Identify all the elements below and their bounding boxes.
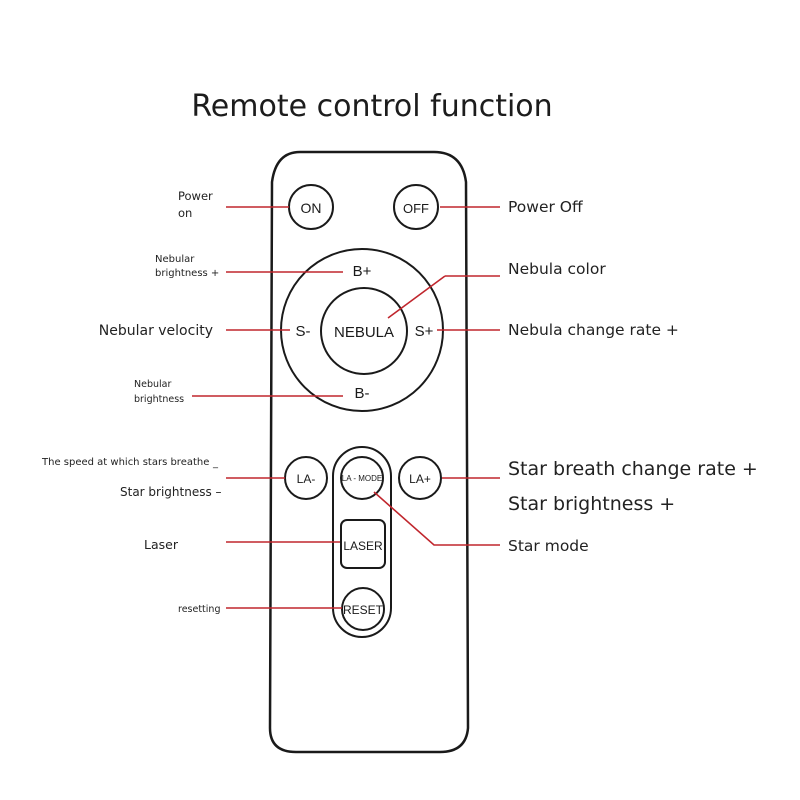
speed-up-button[interactable]: S+ [415,323,434,340]
label-nebula-color: Nebula color [508,260,606,278]
diagram-title: Remote control function [191,89,552,124]
label-star-mode: Star mode [508,537,589,555]
off-button-label: OFF [403,201,429,216]
la-minus-button-label: LA- [297,472,316,486]
label-nebular-brightness-minus-line2: brightness [134,394,184,405]
brightness-down-button[interactable]: B- [355,385,370,402]
la-minus-button[interactable]: LA- [284,456,328,500]
leader-nebula-color-diag [387,275,446,319]
label-nebular-brightness-plus-line2: brightness + [155,268,219,279]
on-button-label: ON [301,200,322,216]
label-power-off: Power Off [508,198,583,216]
leader-star-mode [373,491,500,546]
laser-button-label: LASER [343,539,383,553]
speed-down-button[interactable]: S- [296,323,311,340]
reset-button-label: RESET [343,603,384,617]
label-nebula-change-rate: Nebula change rate + [508,321,679,339]
on-button[interactable]: ON [288,184,334,230]
label-star-breath-change-rate: Star breath change rate + [508,458,758,480]
label-resetting: resetting [178,604,220,615]
off-button[interactable]: OFF [393,184,439,230]
label-star-breathe-dash: _ [212,458,219,469]
brightness-up-button[interactable]: B+ [353,263,372,280]
leader-lines [192,206,500,609]
label-nebular-velocity: Nebular velocity [99,323,213,339]
label-laser: Laser [144,537,179,552]
reset-button[interactable]: RESET [341,587,385,631]
nebula-button[interactable]: NEBULA [320,287,408,375]
label-power-on-line2: on [178,206,192,220]
label-nebular-brightness-plus-line1: Nebular [155,254,195,265]
nebula-button-label: NEBULA [334,324,394,341]
la-mode-button[interactable]: LA - MODE [340,456,384,500]
la-plus-button[interactable]: LA+ [398,456,442,500]
la-mode-button-label: LA - MODE [342,474,382,483]
la-plus-button-label: LA+ [409,472,431,486]
laser-button[interactable]: LASER [340,519,386,569]
label-star-breathe-speed: The speed at which stars breathe [41,457,209,468]
label-power-on-line1: Power [178,189,213,203]
label-star-brightness-minus: Star brightness – [120,485,222,499]
label-star-brightness-plus: Star brightness + [508,493,675,515]
label-nebular-brightness-minus-line1: Nebular [134,379,171,390]
